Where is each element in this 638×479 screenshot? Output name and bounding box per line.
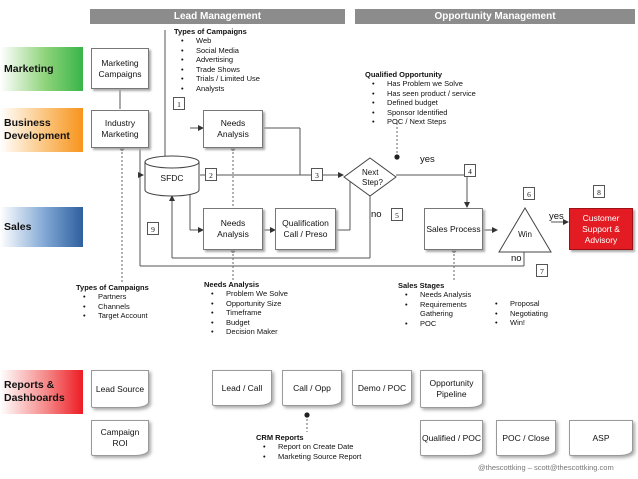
list-item: Advertising [174,55,294,65]
note-title: Qualified Opportunity [365,70,443,79]
list-item: Has Problem we Solve [365,79,505,89]
step-number-8: 8 [593,185,605,198]
list-item: Social Media [174,46,294,56]
report-lead-call: Lead / Call [212,370,272,406]
lane-marketing: Marketing [0,47,83,91]
list-item: Opportunity Size [204,299,314,309]
next-step-decision-icon [343,157,397,197]
report-call-opp: Call / Opp [282,370,342,406]
list-item: Has seen product / service [365,89,505,99]
list-item: Trials / Limited Use [174,74,294,84]
no-label-win: no [511,253,522,264]
list-item: Target Account [76,311,186,321]
customer-support-box: Customer Support & Advisory [569,208,633,250]
step-number-5: 5 [391,208,403,221]
list-item: Win! [488,318,558,328]
marketing-campaigns-box: Marketing Campaigns [91,48,149,89]
list-item: Sponsor Identified [365,108,505,118]
list-item: Problem We Solve [204,289,314,299]
report-lead-source: Lead Source [91,370,149,408]
industry-marketing-box: Industry Marketing [91,110,149,148]
yes-label-next-step: yes [420,154,435,165]
list-item: POC [398,319,488,329]
note-title: Needs Analysis [204,280,260,289]
sales-process-box: Sales Process [424,208,483,250]
note-title: CRM Reports [256,433,304,442]
report-qualified-poc: Qualified / POC [420,420,483,456]
list-item: Channels [76,302,186,312]
needs-analysis-note: Needs Analysis Problem We Solve Opportun… [204,280,314,337]
report-campaign-roi: Campaign ROI [91,420,149,456]
qualification-call-box: Qualification Call / Preso [275,208,336,250]
list-item: Trade Shows [174,65,294,75]
list-item: Budget [204,318,314,328]
list-item: Needs Analysis [398,290,488,300]
note-title: Types of Campaigns [76,283,149,292]
sfdc-database-icon [144,155,200,197]
note-title: Types of Campaigns [174,27,247,36]
lane-business-development: Business Development [0,108,83,152]
list-item: Timeframe [204,308,314,318]
list-item: Report on Create Date [256,442,396,452]
no-label-next-step: no [371,209,382,220]
step-number-9: 9 [147,222,159,235]
needs-analysis-bd-box: Needs Analysis [203,110,263,148]
footer-attribution: @thescottking – scott@thescottking.com [478,463,614,472]
report-poc-close: POC / Close [496,420,556,456]
list-item: Web [174,36,294,46]
sales-stages-note: Sales Stages Needs Analysis Requirements… [398,281,568,328]
list-item: Analysts [174,84,294,94]
list-item: POC / Next Steps [365,117,505,127]
list-item: Requirements Gathering [398,300,488,319]
list-item: Negotiating [488,309,558,319]
report-demo-poc: Demo / POC [352,370,412,406]
opportunity-management-header: Opportunity Management [355,9,635,24]
sfdc-label: SFDC [160,173,184,183]
step-number-4: 4 [464,164,476,177]
yes-label-win: yes [549,211,564,222]
win-label: Win [518,230,532,239]
next-step-label: Next Step? [362,168,383,187]
step-number-2: 2 [205,168,217,181]
step-number-7: 7 [536,264,548,277]
lane-reports-dashboards: Reports & Dashboards [0,370,83,414]
types-of-campaigns-top-note: Types of Campaigns Web Social Media Adve… [174,27,294,93]
lane-sales: Sales [0,207,83,247]
needs-analysis-sales-box: Needs Analysis [203,208,263,250]
qualified-opportunity-note: Qualified Opportunity Has Problem we Sol… [365,70,505,127]
win-decision-icon [498,207,552,253]
list-item: Partners [76,292,186,302]
step-number-3: 3 [311,168,323,181]
report-opportunity-pipeline: Opportunity Pipeline [420,370,483,408]
crm-reports-note: CRM Reports Report on Create Date Market… [256,433,396,461]
note-title: Sales Stages [398,281,445,290]
list-item: Proposal [488,299,558,309]
list-item: Marketing Source Report [256,452,396,462]
step-number-6: 6 [523,187,535,200]
step-number-1: 1 [173,97,185,110]
list-item: Decision Maker [204,327,314,337]
lead-management-header: Lead Management [90,9,345,24]
report-asp: ASP [569,420,633,456]
types-of-campaigns-bottom-note: Types of Campaigns Partners Channels Tar… [76,283,186,321]
list-item: Defined budget [365,98,505,108]
